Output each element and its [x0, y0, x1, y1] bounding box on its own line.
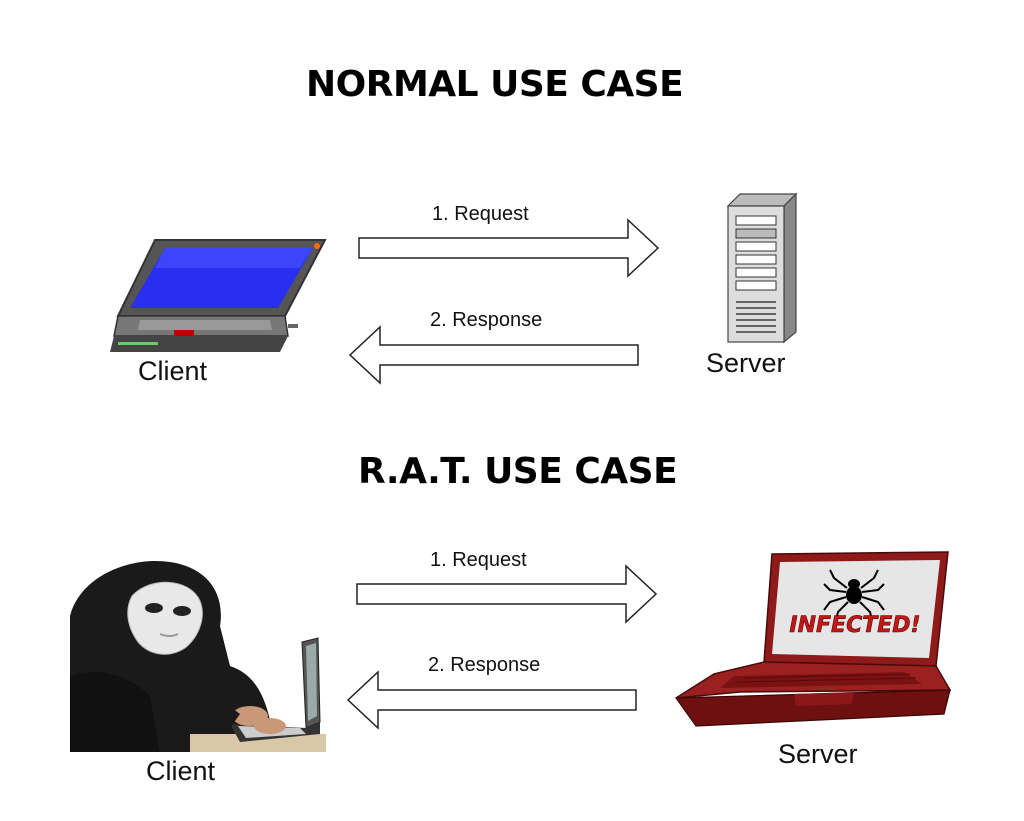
rat-use-case-heading: R.A.T. USE CASE — [358, 451, 678, 492]
server-tower-icon — [726, 192, 798, 344]
rat-server-label: Server — [778, 739, 858, 769]
rat-client-label: Client — [146, 756, 216, 786]
rat-response-label: 2. Response — [428, 654, 541, 676]
rat-request-arrow — [356, 564, 658, 624]
laptop-icon — [110, 239, 327, 352]
spider-icon — [823, 569, 885, 621]
normal-response-label: 2. Response — [430, 309, 543, 331]
normal-request-label: 1. Request — [432, 203, 529, 225]
rat-response-arrow — [346, 670, 637, 730]
normal-response-arrow — [348, 325, 639, 385]
masked-hacker-icon — [70, 556, 326, 752]
infected-screen-text: INFECTED! — [789, 613, 920, 638]
normal-use-case-heading: NORMAL USE CASE — [306, 64, 684, 105]
infected-laptop-icon: INFECTED! — [674, 551, 952, 727]
normal-request-arrow — [358, 218, 660, 278]
rat-request-label: 1. Request — [430, 549, 527, 571]
normal-client-label: Client — [138, 356, 208, 386]
normal-server-label: Server — [706, 348, 786, 378]
